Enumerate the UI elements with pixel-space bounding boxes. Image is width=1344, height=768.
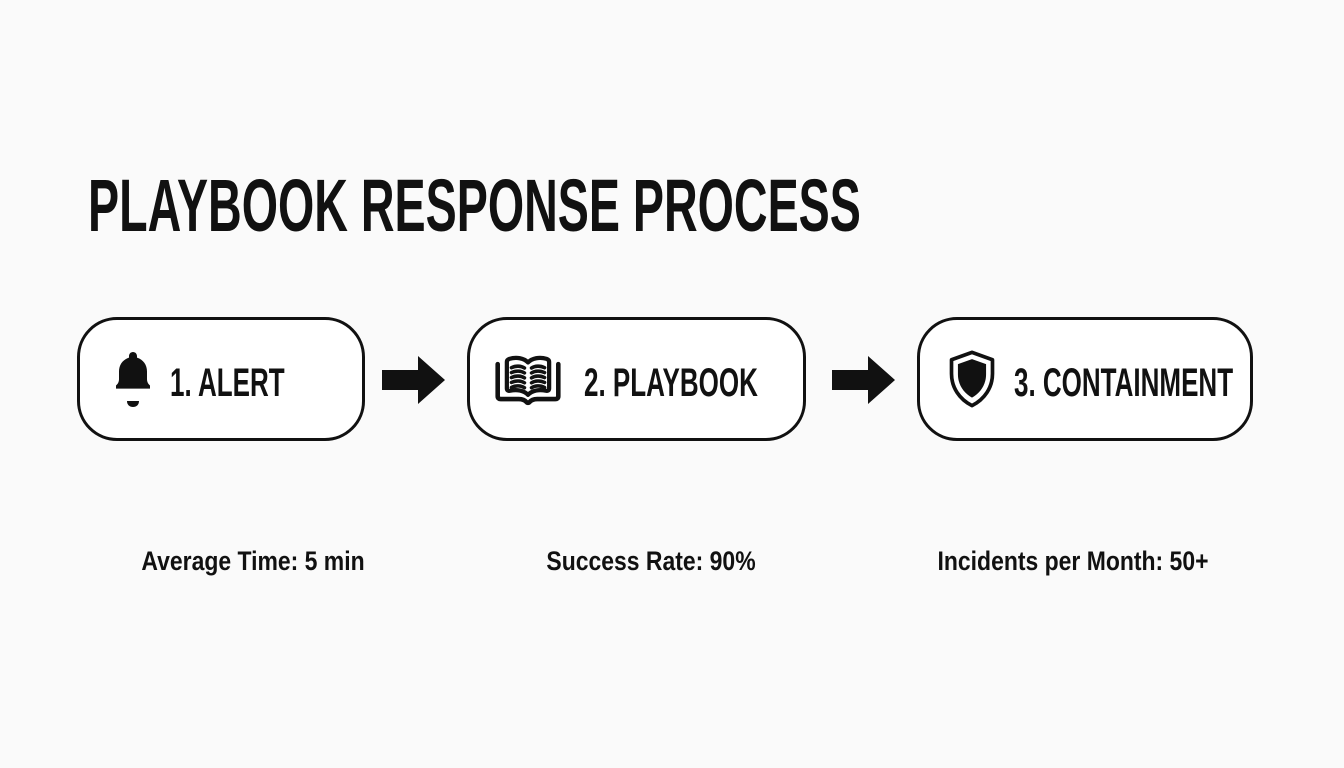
stat-incidents-per-month: Incidents per Month: 50+ bbox=[937, 546, 1209, 576]
stat-success-rate: Success Rate: 90% bbox=[546, 546, 756, 576]
step-box-containment: 3. CONTAINMENT bbox=[917, 317, 1253, 441]
shield-icon bbox=[946, 348, 998, 410]
arrow-right-icon bbox=[382, 356, 445, 404]
arrow-right-icon bbox=[832, 356, 895, 404]
open-book-icon bbox=[491, 350, 565, 410]
step-label-playbook: 2. PLAYBOOK bbox=[584, 361, 758, 405]
stat-average-time: Average Time: 5 min bbox=[141, 546, 365, 576]
step-box-alert: 1. ALERT bbox=[77, 317, 365, 441]
step-label-containment: 3. CONTAINMENT bbox=[1014, 361, 1234, 405]
step-label-alert: 1. ALERT bbox=[170, 361, 285, 405]
step-box-playbook: 2. PLAYBOOK bbox=[467, 317, 806, 441]
bell-icon bbox=[113, 350, 153, 408]
page-title: PLAYBOOK RESPONSE PROCESS bbox=[88, 164, 861, 247]
